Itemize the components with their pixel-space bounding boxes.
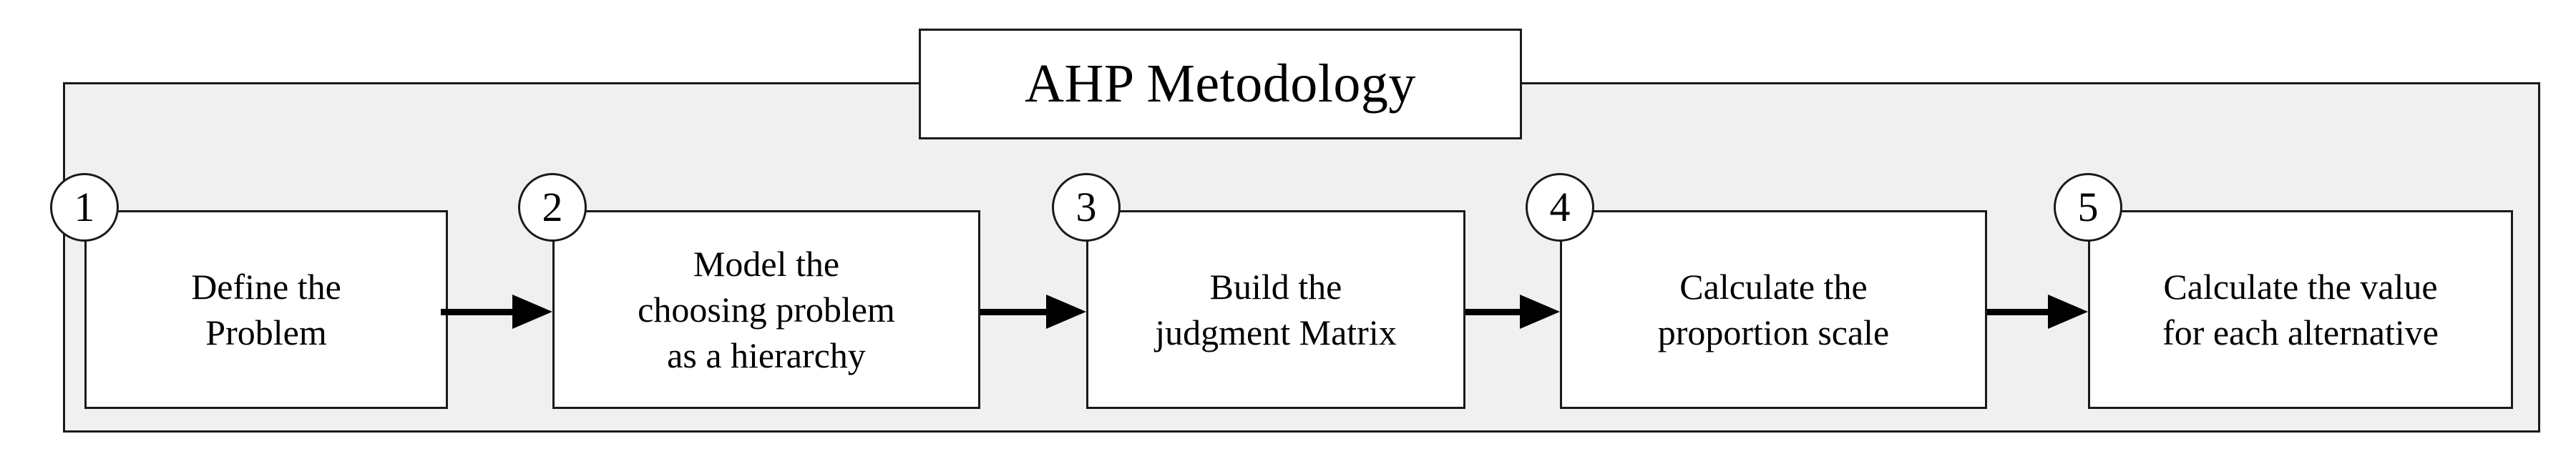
arrow-step3-to-step4: [1465, 295, 1560, 329]
diagram-title-plate: AHP Metodology: [919, 29, 1522, 139]
arrow-head-icon: [512, 295, 552, 329]
step-box-5[interactable]: Calculate the value for each alternative: [2088, 210, 2513, 409]
arrow-step4-to-step5: [1987, 295, 2088, 329]
arrow-step2-to-step3: [980, 295, 1086, 329]
step-box-4[interactable]: Calculate the proportion scale: [1560, 210, 1987, 409]
step-number-circle-1[interactable]: 1: [50, 173, 119, 242]
step-box-2-label: Model the choosing problem as a hierarch…: [638, 244, 895, 375]
arrow-head-icon: [1046, 295, 1086, 329]
arrow-head-icon: [2048, 295, 2088, 329]
step-box-1[interactable]: Define the Problem: [84, 210, 448, 409]
step-number-4: 4: [1549, 184, 1571, 230]
arrow-shaft: [441, 309, 518, 315]
step-number-circle-3[interactable]: 3: [1052, 173, 1121, 242]
step-box-3[interactable]: Build the judgment Matrix: [1086, 210, 1465, 409]
step-number-circle-4[interactable]: 4: [1526, 173, 1594, 242]
step-number-circle-2[interactable]: 2: [518, 173, 587, 242]
step-box-5-label: Calculate the value for each alternative: [2162, 267, 2439, 352]
step-number-3: 3: [1075, 184, 1097, 230]
step-box-3-label: Build the judgment Matrix: [1155, 267, 1397, 352]
step-number-1: 1: [74, 184, 95, 230]
page-title: AHP Metodology: [1025, 53, 1416, 114]
step-box-4-label: Calculate the proportion scale: [1657, 267, 1890, 352]
arrow-shaft: [980, 309, 1052, 315]
arrow-shaft: [1465, 309, 1526, 315]
arrow-shaft: [1987, 309, 2054, 315]
arrow-step1-to-step2: [441, 295, 552, 329]
step-box-1-label: Define the Problem: [191, 267, 341, 352]
arrow-head-icon: [1520, 295, 1560, 329]
step-number-5: 5: [2077, 184, 2099, 230]
step-number-2: 2: [542, 184, 563, 230]
step-number-circle-5[interactable]: 5: [2054, 173, 2122, 242]
step-box-2[interactable]: Model the choosing problem as a hierarch…: [552, 210, 980, 409]
